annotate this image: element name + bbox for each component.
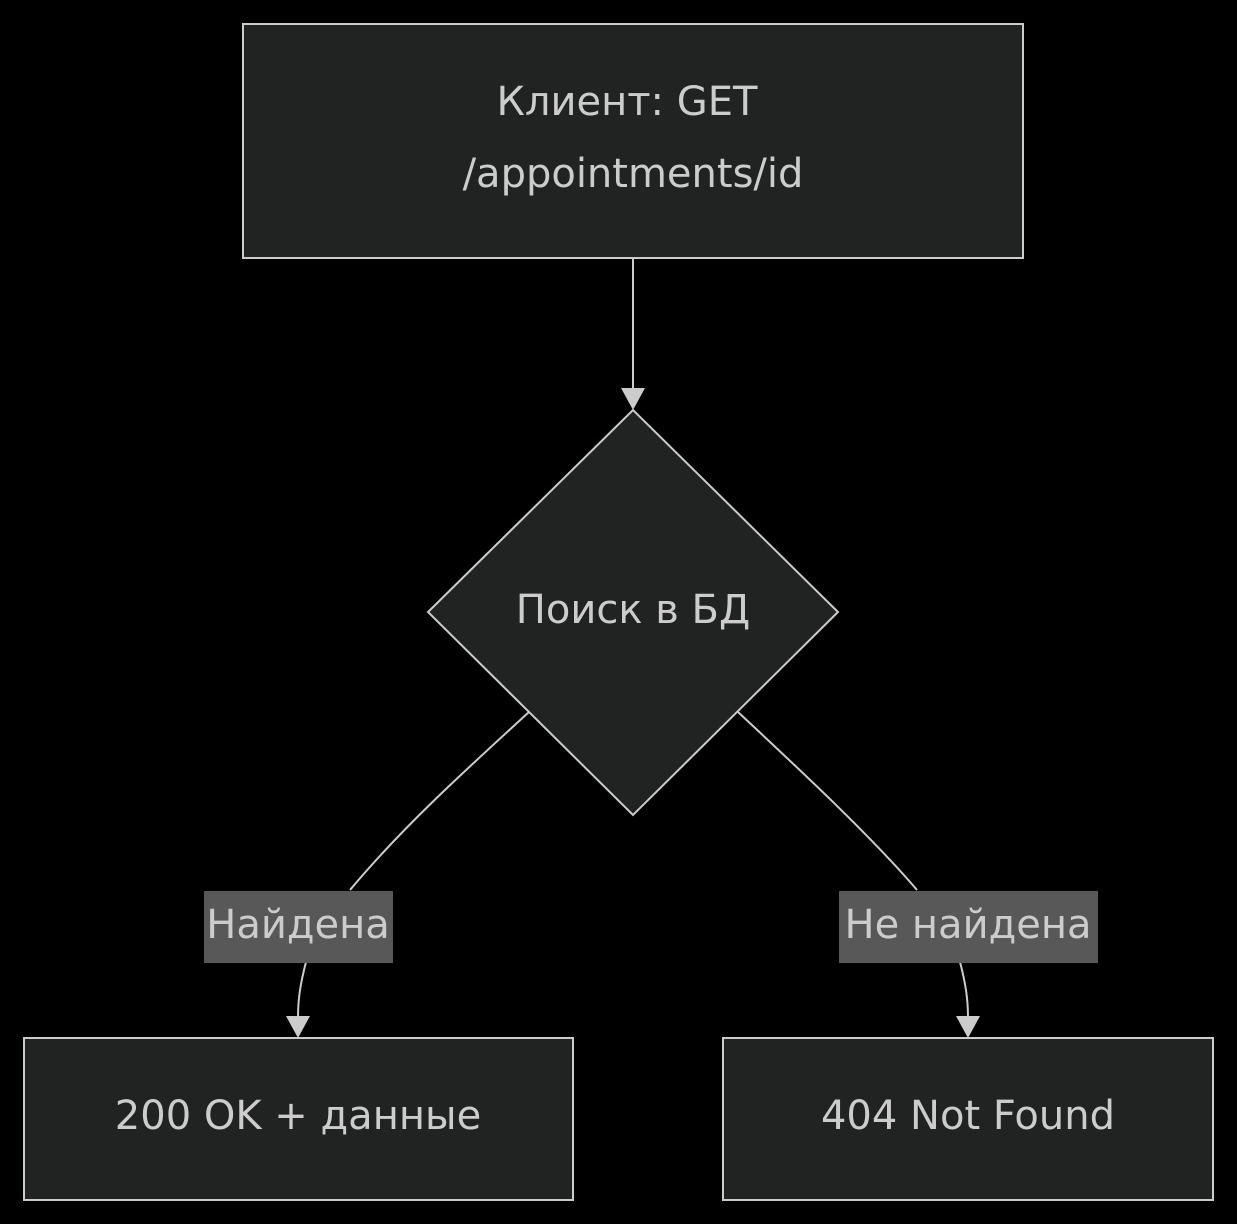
node-box <box>242 23 1024 259</box>
edge-client-to-lookup <box>621 258 645 410</box>
edge-label-text: Не найдена <box>845 902 1092 948</box>
edge-line <box>297 961 307 1019</box>
node-client-request: Клиент: GET /appointments/id <box>242 23 1024 259</box>
edge-line <box>349 711 530 891</box>
decision-diamond <box>426 408 840 817</box>
node-box <box>722 1037 1214 1201</box>
edge-label-found: Найдена <box>204 891 393 963</box>
arrowhead-icon <box>621 388 645 410</box>
arrowhead-icon <box>286 1016 310 1038</box>
decision-label: Поиск в БД <box>516 587 750 633</box>
arrowhead-icon <box>956 1016 980 1038</box>
node-label: 404 Not Found <box>821 1093 1115 1139</box>
edge-label-not-found: Не найдена <box>839 891 1098 963</box>
node-200-ok: 200 OK + данные <box>23 1037 574 1201</box>
edge-label-background <box>204 891 393 963</box>
node-label-line2: /appointments/id <box>463 151 804 197</box>
edge-line <box>737 711 918 891</box>
node-box <box>23 1037 574 1201</box>
edge-label-background <box>839 891 1098 963</box>
node-404-not-found: 404 Not Found <box>722 1037 1214 1201</box>
edge-line <box>959 961 969 1019</box>
node-db-lookup-decision: Поиск в БД <box>426 408 840 817</box>
edge-label-text: Найдена <box>206 902 390 948</box>
edge-lookup-to-not-found <box>737 711 980 1038</box>
node-label: 200 OK + данные <box>115 1093 481 1139</box>
edge-lookup-to-ok <box>286 711 530 1038</box>
node-label-line1: Клиент: GET <box>497 79 758 125</box>
